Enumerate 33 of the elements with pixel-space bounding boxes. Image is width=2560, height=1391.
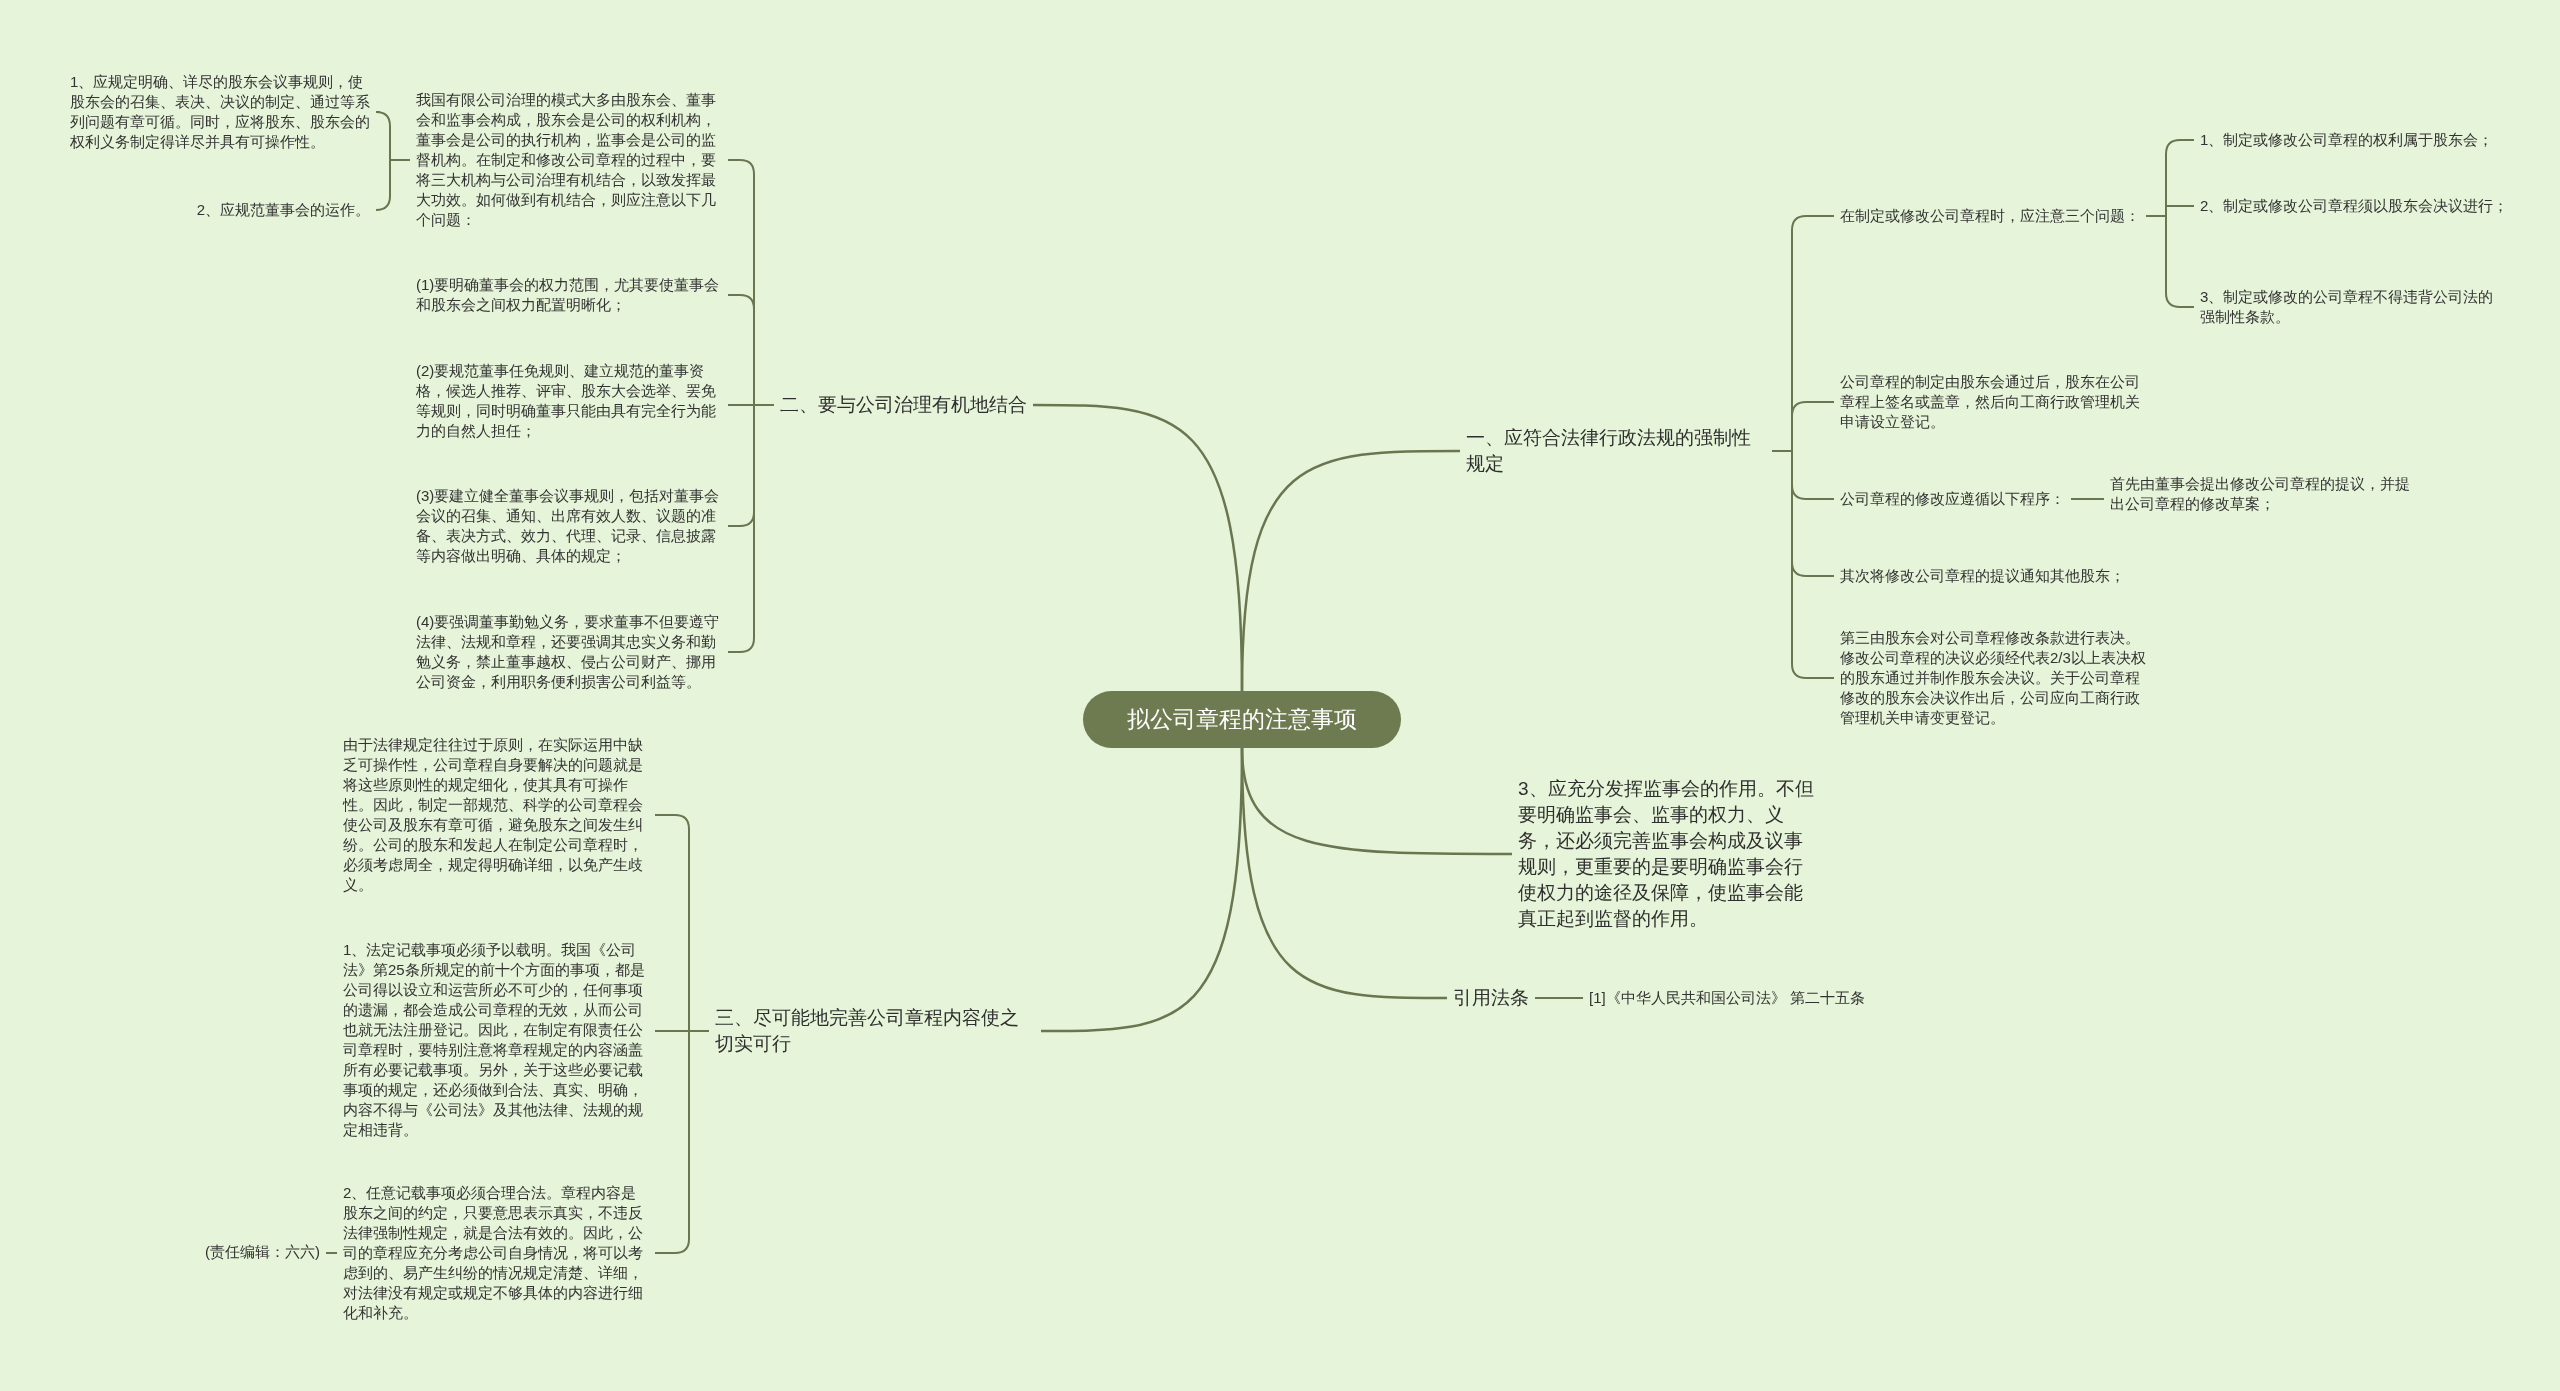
topic-text: 公司章程的修改应遵循以下程序： xyxy=(1840,489,2065,509)
central-topic: 拟公司章程的注意事项 xyxy=(1083,691,1401,748)
branch-topic: 3、应充分发挥监事会的作用。不但要明确监事会、监事的权力、义务，还必须完善监事会构成及议事规则，更重要的是要明确监事会行使权力的途径及保障，使监事会能真正起到监督的作用。 xyxy=(1518,776,1818,932)
topic-text: 2、应规范董事会的运作。 xyxy=(196,200,370,220)
topic-text: 2、制定或修改公司章程须以股东会决议进行； xyxy=(2200,196,2509,216)
topic-text: 我国有限公司治理的模式大多由股东会、董事会和监事会构成，股东会是公司的权利机构，董事会是公司的执行机构，监事会是公司的监督机构。在制定和修改公司章程的过程中，要将三大机构与公司治理有机结合，以致发挥最大功效。如何做到有机结合，则应注意以下几个问题： xyxy=(416,90,722,230)
connector-line xyxy=(2070,498,2105,500)
topic-text: (责任编辑：六六) xyxy=(205,1242,320,1262)
topic-text: 1、应规定明确、详尽的股东会议事规则，使股东会的召集、表决、决议的制定、通过等系列问题有章可循。同时，应将股东、股东会的权利义务制定得详尽并具有可操作性。 xyxy=(70,72,374,152)
connector-line xyxy=(375,159,411,211)
topic-text: 其次将修改公司章程的提议通知其他股东； xyxy=(1840,566,2125,586)
connector-line xyxy=(325,1252,338,1254)
branch-topic: 引用法条 xyxy=(1453,985,1529,1011)
topic-text: (1)要明确董事会的权力范围，尤其要使董事会和股东会之间权力配置明晰化； xyxy=(416,275,722,315)
topic-text: 在制定或修改公司章程时，应注意三个问题： xyxy=(1840,206,2140,226)
topic-text: (3)要建立健全董事会议事规则，包括对董事会会议的召集、通知、出席有效人数、议题的准备、表决方式、效力、代理、记录、信息披露等内容做出明确、具体的规定； xyxy=(416,486,722,566)
topic-text: (2)要规范董事任免规则、建立规范的董事资格，候选人推荐、评审、股东大会选举、罢免等规则，同时明确董事只能由具有完全行为能力的自然人担任； xyxy=(416,361,722,441)
branch-topic: 一、应符合法律行政法规的强制性规定 xyxy=(1466,425,1766,477)
topic-text: 由于法律规定往往过于原则，在实际运用中缺乏可操作性，公司章程自身要解决的问题就是将这些原则性的规定细化，使其具有可操作性。因此，制定一部规范、科学的公司章程会使公司及股东有章可循，避免股东之间发生纠纷。公司的股东和发起人在制定公司章程时，必须考虑周全，规定得明确详细，以免产生歧义。 xyxy=(343,735,649,895)
branch-topic: 二、要与公司治理有机地结合 xyxy=(780,392,1027,418)
topic-text: 3、制定或修改的公司章程不得违背公司法的强制性条款。 xyxy=(2200,287,2506,327)
connector-line xyxy=(1041,747,1244,1033)
topic-text: 2、任意记载事项必须合理合法。章程内容是股东之间的约定，只要意思表示真实，不违反法律强制性规定，就是合法有效的。因此，公司的章程应充分考虑公司自身情况，将可以考虑到的、易产生纠纷的情况规定清楚、详细，对法律没有规定或规定不够具体的内容进行细化和补充。 xyxy=(343,1183,649,1323)
topic-text: 1、制定或修改公司章程的权利属于股东会； xyxy=(2200,130,2494,150)
topic-text: [1]《中华人民共和国公司法》 第二十五条 xyxy=(1589,988,1865,1008)
connector-line xyxy=(1534,997,1584,999)
branch-topic: 三、尽可能地完善公司章程内容使之切实可行 xyxy=(715,1005,1035,1057)
topic-text: 1、法定记载事项必须予以载明。我国《公司法》第25条所规定的前十个方面的事项，都是公司得以设立和运营所必不可少的，任何事项的遗漏，都会造成公司章程的无效，从而公司也就无法注册登记。因此，在制定有限责任公司章程时，要特别注意将章程规定的内容涵盖所有必要记载事项。另外，关于这些必要记载事项的规定，还必须做到合法、真实、明确，内容不得与《公司法》及其他法律、法规的规定相违背。 xyxy=(343,940,649,1140)
connector-line xyxy=(1033,403,1244,692)
topic-text: 公司章程的制定由股东会通过后，股东在公司章程上签名或盖章，然后向工商行政管理机关申请设立登记。 xyxy=(1840,372,2146,432)
topic-text: (4)要强调董事勤勉义务，要求董事不但要遵守法律、法规和章程，还要强调其忠实义务和勤勉义务，禁止董事越权、侵占公司财产、挪用公司资金，利用职务便利损害公司利益等。 xyxy=(416,612,722,692)
topic-text: 首先由董事会提出修改公司章程的提议，并提出公司章程的修改草案； xyxy=(2110,474,2420,514)
topic-text: 第三由股东会对公司章程修改条款进行表决。修改公司章程的决议必须经代表2/3以上表决权的股东通过并制作股东会决议。关于公司章程修改的股东会决议作出后，公司应向工商行政管理机关申请变更登记。 xyxy=(1840,628,2146,728)
